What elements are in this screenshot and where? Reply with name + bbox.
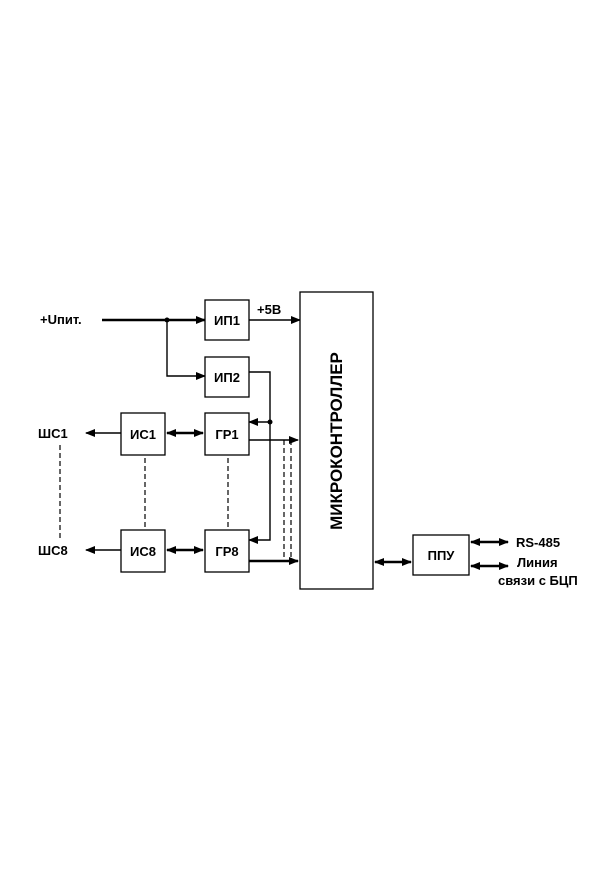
supply-label: +Uпит.	[40, 312, 82, 327]
ip2-junction	[267, 419, 273, 425]
rs485-label: RS-485	[516, 535, 560, 550]
gr1-block	[204, 412, 250, 456]
gr1-label: ГР1	[215, 427, 238, 442]
ip1-label: ИП1	[214, 313, 240, 328]
mcu-label: МИКРОКОНТРОЛЛЕР	[327, 352, 346, 530]
ip2-to-gr8-line	[248, 371, 271, 544]
line-label-1: Линия	[517, 555, 558, 570]
is8-label: ИС8	[130, 544, 156, 559]
ppu-label: ППУ	[428, 548, 456, 563]
mcu-block	[299, 291, 374, 590]
supply-to-ip2-line	[166, 320, 206, 380]
ip2-label: ИП2	[214, 370, 240, 385]
shs8-label: ШС8	[38, 543, 68, 558]
is1-label: ИС1	[130, 427, 156, 442]
line-label-2: связи с БЦП	[498, 573, 578, 588]
shs1-label: ШС1	[38, 426, 68, 441]
ip2-block	[204, 356, 250, 398]
gr8-label: ГР8	[215, 544, 238, 559]
plus5v-label: +5В	[257, 302, 281, 317]
gr8-block	[204, 529, 250, 573]
is8-block	[120, 529, 166, 573]
is1-block	[120, 412, 166, 456]
ppu-block	[412, 534, 470, 576]
